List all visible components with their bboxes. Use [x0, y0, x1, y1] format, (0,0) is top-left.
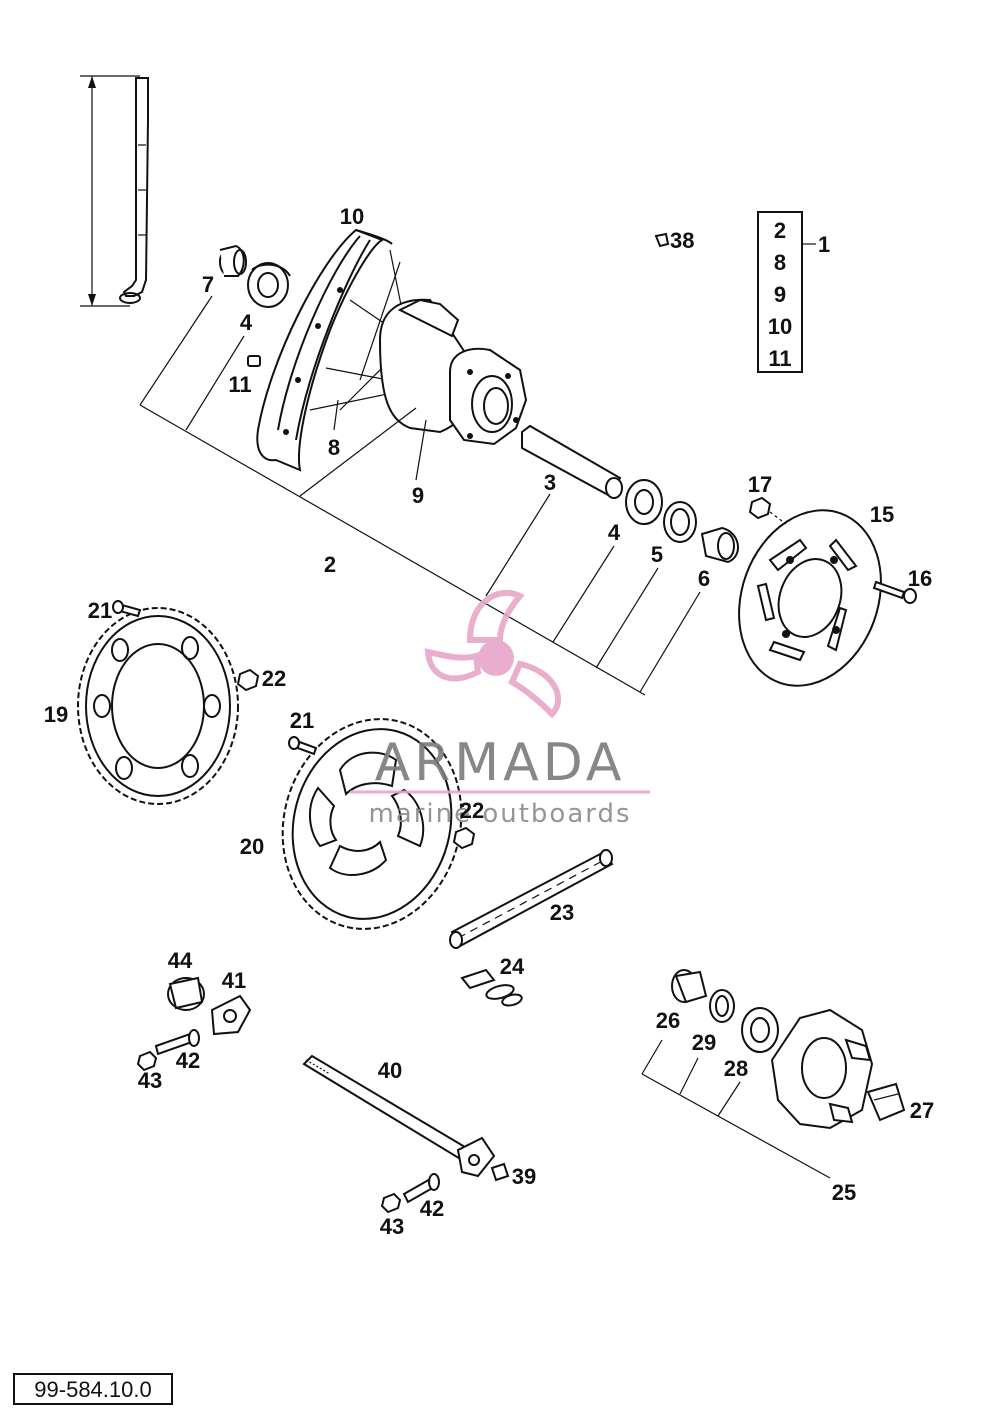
drive-chain [449, 849, 614, 949]
disc-screw [872, 580, 917, 604]
callout-11: 11 [228, 372, 251, 397]
carrier-seal [709, 989, 735, 1023]
callout-22-lower: 22 [460, 798, 484, 823]
brake-disc [738, 509, 882, 687]
callout-44: 44 [168, 948, 193, 973]
callout-23: 23 [550, 900, 574, 925]
reference-box: 99-584.10.0 [13, 1373, 173, 1405]
callout-4-left: 4 [240, 310, 253, 335]
callout-21-upper: 21 [88, 598, 112, 623]
wheel-bearing-right [625, 479, 663, 525]
watermark-tagline: marine outboards [368, 799, 631, 829]
callout-19: 19 [44, 702, 68, 727]
carrier-bush [671, 969, 708, 1004]
callout-7: 7 [202, 272, 214, 297]
callout-20: 20 [240, 834, 264, 859]
carrier-bearing [741, 1007, 779, 1053]
callout-22-upper: 22 [262, 666, 286, 691]
axle-cap [490, 1162, 510, 1182]
chain-adjuster-plate [210, 994, 252, 1036]
callout-41: 41 [222, 968, 246, 993]
adjuster-nut-left [136, 1050, 158, 1072]
callout-15: 15 [870, 502, 894, 527]
callout-39: 39 [512, 1164, 536, 1189]
callout-38: 38 [670, 228, 694, 253]
reference-number: 99-584.10.0 [34, 1377, 151, 1402]
sprocket-screw-19 [112, 600, 142, 618]
wheel-kit-bracket-lines [139, 295, 701, 696]
callout-21-lower: 21 [290, 708, 314, 733]
propeller-logo [424, 589, 562, 719]
callout-17: 17 [748, 472, 772, 497]
callout-8: 8 [328, 435, 340, 460]
adjuster-screw-left [154, 1029, 200, 1056]
chain-master-link [460, 968, 523, 1007]
rubber-damper [866, 1082, 906, 1122]
kit-item-9: 9 [774, 282, 786, 307]
spoke [80, 75, 149, 307]
spacer-bush-6 [700, 526, 739, 564]
kit-item-2: 2 [774, 218, 786, 243]
callout-26: 26 [656, 1008, 680, 1033]
watermark: ARMADA marine outboards [350, 589, 650, 829]
callout-40: 40 [378, 1058, 402, 1083]
chain-adjuster-roller [167, 976, 205, 1011]
sprocket-screw-20 [288, 736, 318, 756]
watermark-brand: ARMADA [375, 733, 626, 793]
wheel-axle [302, 1054, 496, 1178]
callout-5: 5 [651, 542, 663, 567]
wheel-rim [256, 228, 393, 472]
callout-4-right: 4 [608, 520, 621, 545]
callout-24: 24 [500, 954, 525, 979]
valve-cap [654, 232, 670, 248]
sprocket-carrier [770, 1008, 874, 1130]
callout-29: 29 [692, 1030, 716, 1055]
callout-28: 28 [724, 1056, 748, 1081]
spoke-nipple [247, 355, 261, 367]
callout-6: 6 [698, 566, 710, 591]
callout-27: 27 [910, 1098, 934, 1123]
callout-2: 2 [324, 552, 336, 577]
wheel-hub [378, 298, 528, 446]
sprocket-nut-20 [452, 826, 476, 850]
carrier-bracket-lines [641, 1039, 831, 1179]
kit-box [757, 211, 816, 373]
kit-item-10: 10 [768, 314, 792, 339]
adjuster-screw-right [402, 1173, 440, 1204]
callout-16: 16 [908, 566, 932, 591]
kit-label: 1 [818, 232, 830, 257]
disc-nut [748, 496, 787, 525]
kit-item-8: 8 [774, 250, 786, 275]
callout-42-right: 42 [420, 1196, 444, 1221]
callout-43-right: 43 [380, 1214, 404, 1239]
callout-43-left: 43 [138, 1068, 162, 1093]
spacer-bush-7 [219, 244, 247, 277]
callout-9: 9 [412, 483, 424, 508]
sprocket-nut-19 [236, 668, 260, 692]
callout-42-left: 42 [176, 1048, 200, 1073]
sprocket-19 [77, 607, 239, 805]
wheel-bearing-left [247, 262, 291, 308]
adjuster-nut-right [380, 1192, 402, 1214]
callouts: 10 7 4 11 8 9 2 3 4 5 6 38 17 15 16 21 2… [44, 204, 934, 1239]
callout-10: 10 [340, 204, 364, 229]
sprocket-20 [281, 718, 463, 930]
kit-item-11: 11 [768, 346, 791, 371]
axle-spacer-tube [521, 424, 623, 499]
callout-3: 3 [544, 470, 556, 495]
callout-25: 25 [832, 1180, 856, 1205]
shaft-seal [663, 501, 697, 543]
